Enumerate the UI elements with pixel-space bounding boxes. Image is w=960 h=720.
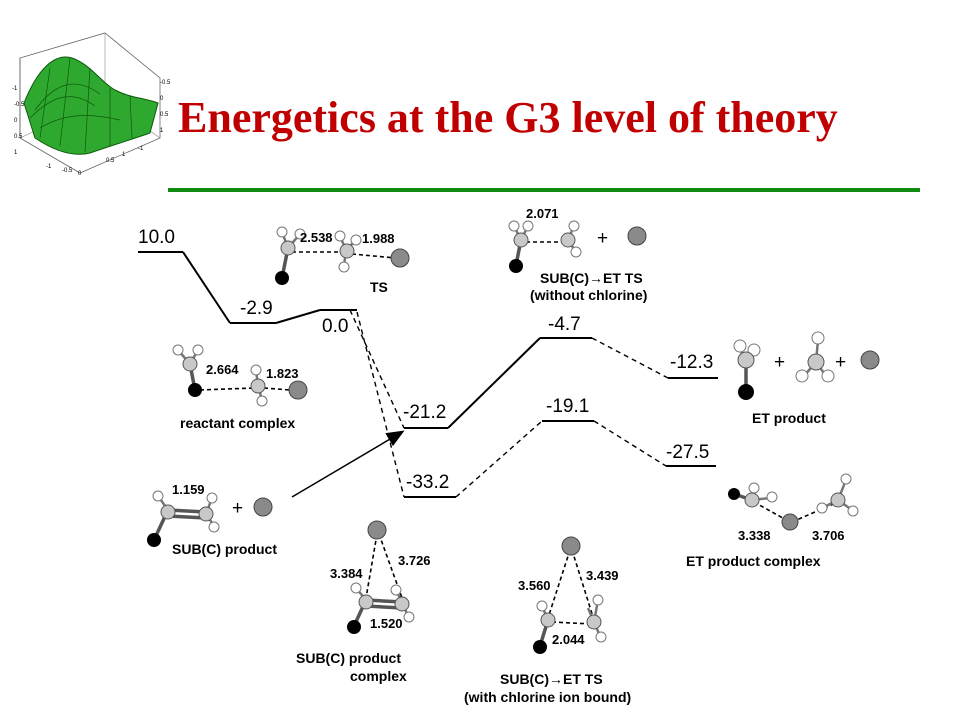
molecule-et-ts-cl [533, 536, 607, 654]
distance-et-ts-cl-c: 2.044 [552, 632, 585, 647]
distance-ts-a: 2.538 [300, 230, 333, 245]
distance-reactant-a: 2.664 [206, 362, 239, 377]
connector-reactants [182, 251, 231, 324]
surface-tick: 0.5 [106, 158, 115, 164]
molecule-reactant-complex [172, 344, 308, 407]
caption-et-ts-cl-2: (with chlorine ion bound) [464, 689, 631, 705]
surface-tick: -0.5 [14, 102, 25, 108]
caption-et-ts-no-cl-1: SUB(C)→ET TS [540, 270, 643, 286]
distance-et-ts-no-cl: 2.071 [526, 206, 559, 221]
plus-icon: + [597, 228, 608, 249]
dash-etts-etcomplex [593, 420, 667, 467]
energy-reactants: 10.0 [138, 227, 175, 248]
energy-reactant-complex: -2.9 [240, 298, 273, 319]
surface-tick: 1 [14, 150, 18, 156]
surface-tick: -1 [46, 164, 52, 170]
energy-sub-product-complex: -33.2 [406, 472, 449, 493]
distance-sub-complex-b: 3.726 [398, 553, 431, 568]
surface-tick: -0.5 [62, 168, 73, 174]
distance-et-complex-b: 3.706 [812, 528, 845, 543]
energy-et-ts-cl: -19.1 [546, 396, 589, 417]
caption-ts: TS [370, 279, 388, 295]
energy-ts: 0.0 [322, 316, 348, 337]
molecule-et-complex [728, 473, 859, 531]
surface-tick: 1 [122, 152, 126, 158]
energy-et-product: -12.3 [670, 352, 713, 373]
caption-sub-complex-2: complex [350, 668, 407, 684]
dash-ts-sub [349, 309, 405, 429]
distance-et-ts-cl-a: 3.560 [518, 578, 551, 593]
molecule-sub-product [147, 490, 273, 547]
surface-tick: -1 [12, 86, 18, 92]
surface-tick: 0 [78, 171, 82, 177]
caption-sub-complex-1: SUB(C) product [296, 650, 401, 666]
distance-sub-product: 1.159 [172, 482, 205, 497]
distance-ts-b: 1.988 [362, 231, 395, 246]
distance-reactant-b: 1.823 [266, 366, 299, 381]
dash-ts-subcomplex [356, 311, 405, 498]
molecule-sub-complex [347, 520, 415, 634]
surface-tick: 0 [160, 96, 164, 102]
energy-levels [138, 251, 718, 498]
energy-et-product-complex: -27.5 [666, 442, 709, 463]
molecule-et-ts-no-cl [508, 220, 647, 273]
plus-icon: + [774, 352, 785, 373]
molecule-ts [275, 226, 410, 285]
connector-reactant-ts [275, 309, 321, 324]
distance-et-complex-a: 3.338 [738, 528, 771, 543]
caption-et-product: ET product [752, 410, 826, 426]
caption-reactant-complex: reactant complex [180, 415, 295, 431]
surface-tick: -0.5 [160, 80, 171, 86]
surface-tick: 0 [14, 118, 18, 124]
surface-tick: 0.5 [14, 134, 23, 140]
caption-et-ts-cl-1: SUB(C)→ET TS [500, 671, 603, 687]
caption-sub-product: SUB(C) product [172, 541, 277, 557]
surface-plot-icon: -1 -0.5 0 0.5 1 -1 -0.5 0 0.5 1 -1 -0.5 … [12, 32, 171, 177]
surface-tick: -1 [138, 146, 144, 152]
dash-etts-etproduct [591, 337, 669, 379]
energy-et-ts-no-cl: -4.7 [548, 314, 581, 335]
plus-icon: + [232, 498, 243, 519]
distance-sub-complex-a: 3.384 [330, 566, 363, 581]
surface-tick: 1 [160, 128, 164, 134]
distance-et-ts-cl-b: 3.439 [586, 568, 619, 583]
plus-icon: + [835, 352, 846, 373]
slide-title: Energetics at the G3 level of theory [178, 93, 838, 142]
surface-tick: 0.5 [160, 112, 169, 118]
connector-sub-et [447, 337, 541, 429]
distance-sub-complex-c: 1.520 [370, 616, 403, 631]
dash-subcomplex-etts [455, 420, 543, 498]
energy-sub-product: -21.2 [403, 402, 446, 423]
molecule-et-product [733, 331, 880, 400]
dashed-connectors [349, 309, 669, 498]
caption-et-ts-no-cl-2: (without chlorine) [530, 287, 647, 303]
caption-et-complex: ET product complex [686, 553, 821, 569]
title-rule [168, 188, 920, 192]
arrow-sub-product [291, 430, 405, 498]
